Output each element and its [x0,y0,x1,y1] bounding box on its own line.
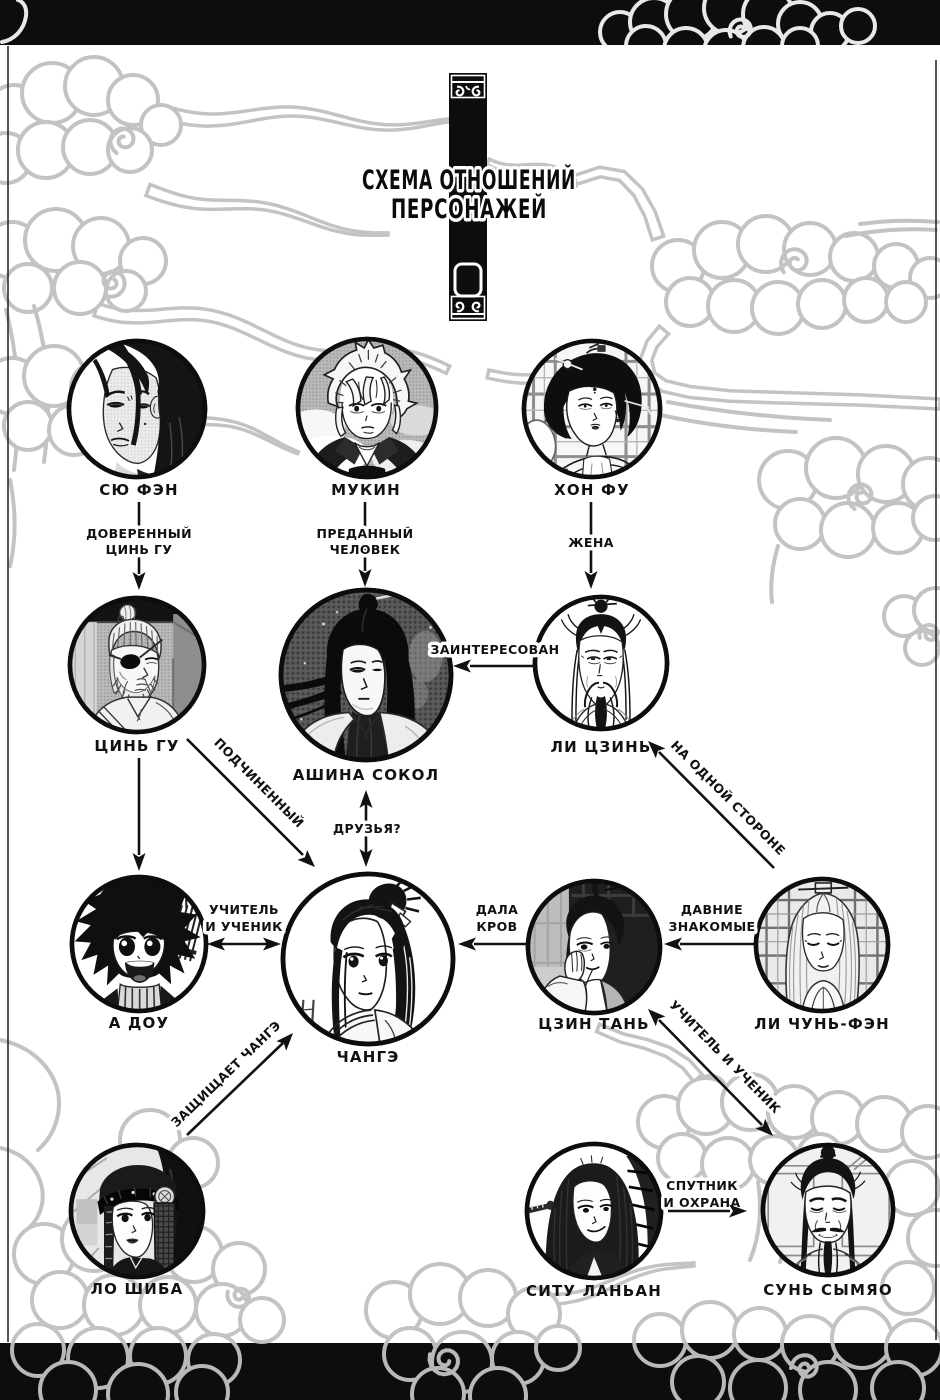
cloud-decor-bottom-bar [10,1343,940,1400]
cloud-decor-right-small [882,586,940,667]
character-name-ashina-sokol: АШИНА СОКОЛ [293,766,440,784]
character-name-qin-gu: ЦИНЬ ГУ [94,737,179,755]
cloud-decor-bottom-mid [364,1261,696,1343]
relation-a-dou-change: УЧИТЕЛЬ И УЧЕНИК [202,899,286,951]
portrait-change: ЧАНГЭ [280,871,456,1066]
relation-label: ДОВЕРЕННЫЙ [86,526,192,541]
cloud-decor-right-mid [757,436,940,604]
relation-label: И ОХРАНА [663,1195,740,1210]
relation-mukin-ashina-sokol: ПРЕДАННЫЙ ЧЕЛОВЕК [313,502,417,587]
character-name-change: ЧАНГЭ [337,1048,400,1066]
character-name-lo-shiba: ЛО ШИБА [91,1280,184,1298]
portrait-qin-gu: ЦИНЬ ГУ [67,595,207,755]
character-name-li-jin: ЛИ ЦЗИНЬ [551,738,652,756]
relation-xu-feng-qin-gu: ДОВЕРЕННЫЙ ЦИНЬ ГУ [83,502,195,590]
character-name-jing-tan: ЦЗИН ТАНЬ [538,1015,650,1033]
character-name-mukin: МУКИН [331,481,401,499]
relation-label: ДАЛА [476,902,518,917]
portrait-hong-fu: ХОН ФУ [521,338,663,499]
relation-label: ЧЕЛОВЕК [330,542,401,557]
character-name-hong-fu: ХОН ФУ [554,481,630,499]
portrait-a-dou: А ДОУ [69,874,209,1032]
portrait-jing-tan: ЦЗИН ТАНЬ [525,878,663,1033]
portrait-mukin: МУКИН [295,336,439,499]
relation-label: ДАВНИЕ [681,902,743,917]
page-title-line-1: СХЕМА ОТНОШЕНИЙ [362,164,576,196]
relation-ashina-sokol-change: ДРУЗЬЯ? [329,790,404,867]
relation-label: ПРЕДАННЫЙ [317,526,414,541]
character-name-li-chun-feng: ЛИ ЧУНЬ-ФЭН [754,1015,890,1033]
portrait-li-chun-feng: ЛИ ЧУНЬ-ФЭН [753,876,891,1033]
relation-jing-tan-change: ДАЛА КРОВ [458,899,528,951]
relation-label: УЧИТЕЛЬ [209,902,279,917]
portrait-ashina-sokol: АШИНА СОКОЛ [278,587,454,784]
title-banner [449,73,487,321]
cloud-decor-top-right [484,156,940,434]
page-title: СХЕМА ОТНОШЕНИЙ ПЕРСОНАЖЕЙ [359,161,579,229]
relation-label: ДРУЗЬЯ? [333,821,401,836]
relation-label: И УЧЕНИК [205,919,283,934]
portrait-xu-feng: СЮ ФЭН [66,338,208,499]
character-name-sun-simiao: СУНЬ СЫМЯО [763,1281,893,1299]
relation-label: СПУТНИК [666,1178,738,1193]
cloud-decor-mid-right [594,1022,940,1316]
portrait-li-jin: ЛИ ЦЗИНЬ [532,594,670,756]
relation-label: ЗАИНТЕРЕСОВАН [431,642,560,657]
portrait-lo-shiba: ЛО ШИБА [68,1142,206,1298]
character-name-situ-lanan: СИТУ ЛАНЬАН [526,1282,662,1300]
relation-situ-lanan-sun-simiao: СПУТНИК И ОХРАНА [660,1175,747,1218]
character-name-xu-feng: СЮ ФЭН [99,481,178,499]
cloud-decor-top-bar [0,0,877,45]
character-name-a-dou: А ДОУ [109,1014,170,1032]
cloud-decor-bottom-right [632,1300,940,1343]
relation-label: ЦИНЬ ГУ [106,542,173,557]
relation-qin-gu-a-dou [132,758,146,871]
relation-label: КРОВ [476,919,517,934]
portrait-situ-lanan: СИТУ ЛАНЬАН [524,1141,664,1300]
relation-hong-fu-li-jin: ЖЕНА [565,502,617,589]
relation-li-chun-feng-jing-tan: ДАВНИЕ ЗНАКОМЫЕ [664,899,759,951]
relation-label: ЖЕНА [568,535,614,550]
page-title-line-2: ПЕРСОНАЖЕЙ [391,193,547,225]
relation-li-jin-ashina-sokol: ЗАИНТЕРЕСОВАН [427,639,563,673]
relation-label: ЗНАКОМЫЕ [669,919,756,934]
portrait-sun-simiao: СУНЬ СЫМЯО [760,1142,896,1299]
